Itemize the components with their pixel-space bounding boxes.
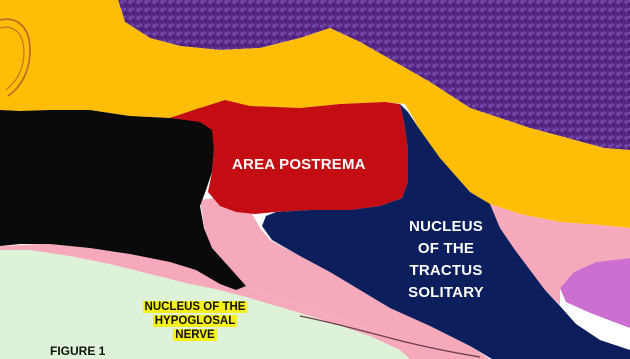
hypoglossal-label: NUCLEUS OF THE HYPOGLOSAL NERVE — [140, 300, 250, 342]
hypoglossal-label-line-3: NERVE — [173, 329, 216, 341]
nts-label: NUCLEUS OF THE TRACTUS SOLITARY — [384, 216, 508, 304]
nts-label-line-3: TRACTUS — [384, 260, 508, 282]
figure-caption: FIGURE 1 — [50, 344, 105, 358]
area-postrema-label: AREA POSTREMA — [232, 156, 366, 173]
hypoglossal-label-line-2: HYPOGLOSAL — [153, 315, 238, 327]
nts-label-line-1: NUCLEUS — [384, 216, 508, 238]
hypoglossal-label-line-1: NUCLEUS OF THE — [143, 301, 248, 313]
nts-label-line-4: SOLITARY — [384, 282, 508, 304]
nts-label-line-2: OF THE — [384, 238, 508, 260]
